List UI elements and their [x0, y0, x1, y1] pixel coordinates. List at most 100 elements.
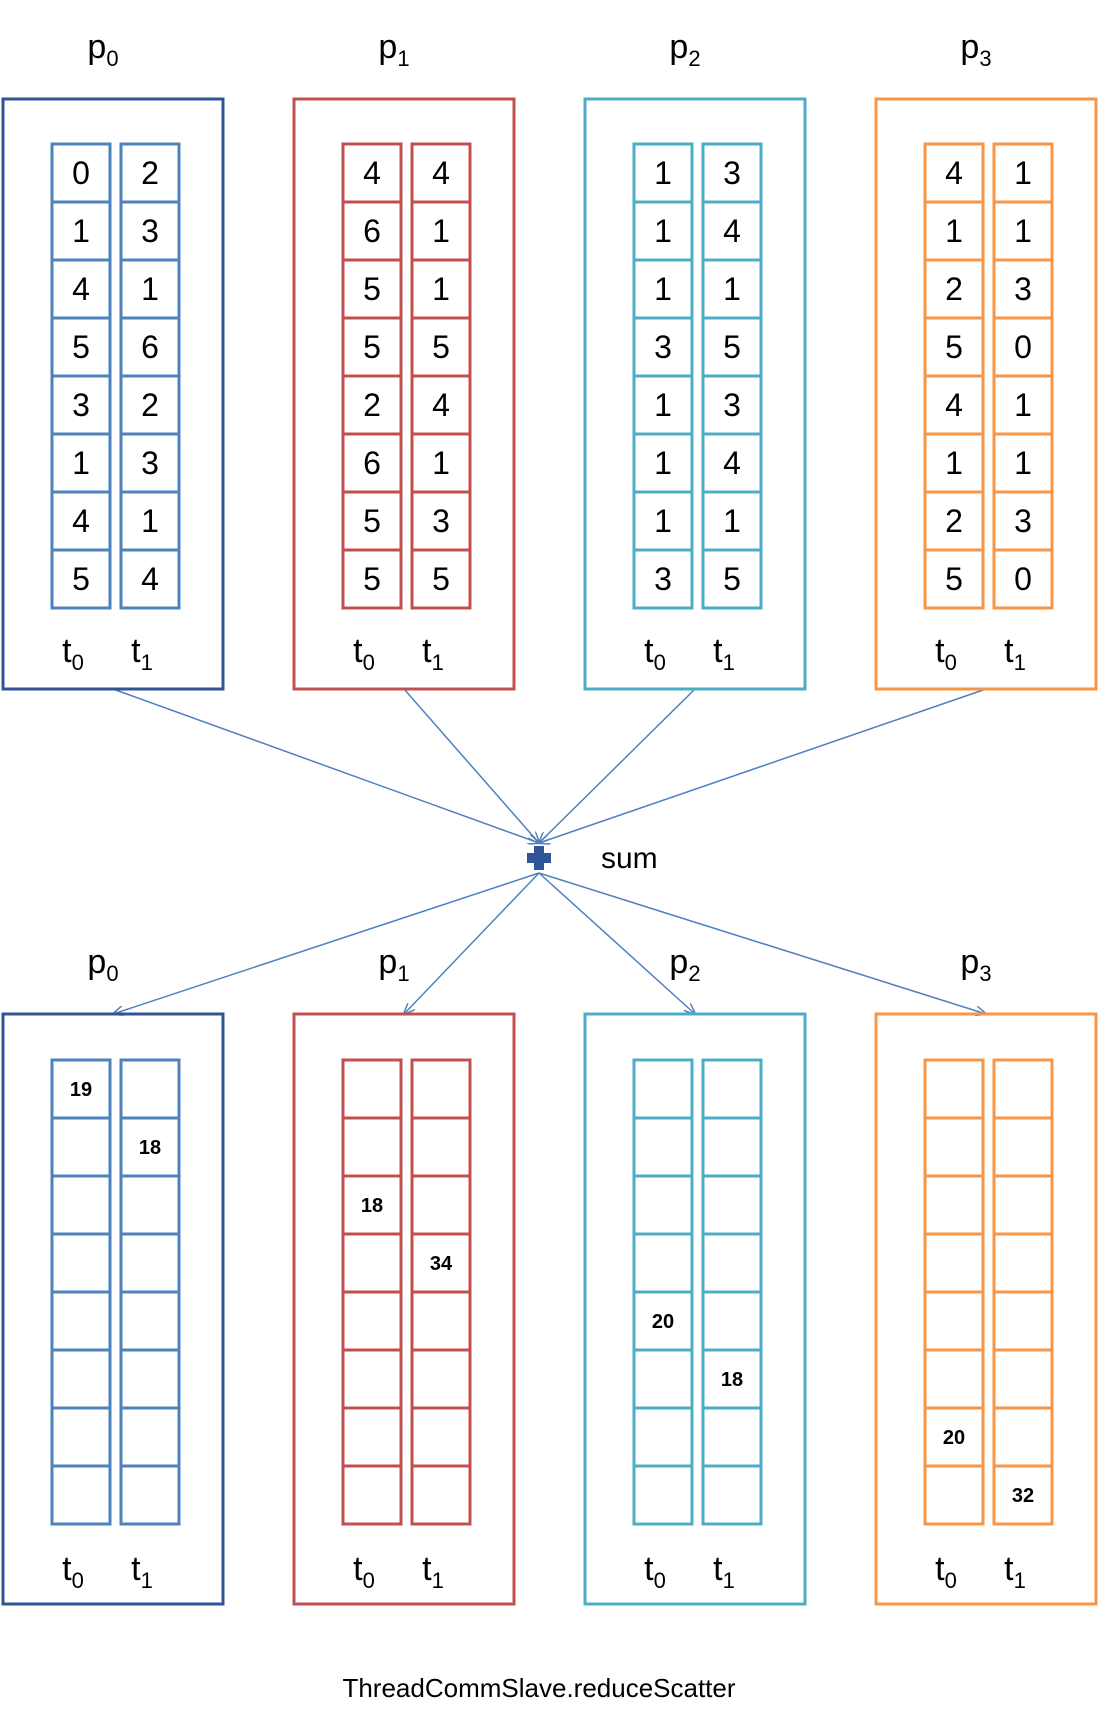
array-cell — [923, 1348, 985, 1410]
array-cell — [50, 1290, 112, 1352]
cell-value: 18 — [361, 1195, 383, 1217]
cell-value: 3 — [72, 387, 90, 423]
array-cell — [119, 548, 181, 610]
array-cell — [119, 1058, 181, 1120]
cell-value: 3 — [141, 213, 159, 249]
process-label-letter: p — [669, 28, 688, 66]
process-frame — [292, 97, 516, 691]
array-cell — [701, 1116, 763, 1178]
cell-value: 4 — [141, 561, 159, 597]
thread-label-t1: t1 — [422, 632, 444, 675]
cell-value: 1 — [723, 503, 741, 539]
array-cell — [410, 1290, 472, 1352]
array-cell — [632, 1406, 694, 1468]
cell-value: 4 — [723, 213, 741, 249]
process-blocks-layer: p001453145t023162314t1p019t018t1p1465526… — [1, 28, 1098, 1606]
process-label: p3 — [960, 28, 991, 71]
thread-label-t0: t0 — [353, 1550, 375, 1593]
cell-value: 1 — [723, 271, 741, 307]
process-label-index: 0 — [106, 961, 118, 986]
process-frame — [874, 1012, 1098, 1606]
array-cell — [992, 1464, 1054, 1526]
array-cell — [992, 548, 1054, 610]
cell-value: 1 — [72, 445, 90, 481]
cell-value: 5 — [363, 271, 381, 307]
cell-value: 5 — [72, 561, 90, 597]
process-label-index: 0 — [106, 46, 118, 71]
thread-label-t1: t1 — [1004, 632, 1026, 675]
array-cell — [992, 1348, 1054, 1410]
array-cell — [992, 1290, 1054, 1352]
array-cell — [50, 548, 112, 610]
array-cell — [992, 1174, 1054, 1236]
array-cell — [410, 1174, 472, 1236]
thread-label-t0: t0 — [353, 632, 375, 675]
arrow-from-sum — [538, 872, 986, 1014]
thread-label-t0: t0 — [62, 1550, 84, 1593]
arrow-from-sum — [113, 872, 540, 1014]
cell-value: 0 — [72, 155, 90, 191]
cell-value: 1 — [654, 213, 672, 249]
cell-value: 5 — [723, 329, 741, 365]
process-label-index: 1 — [397, 961, 409, 986]
cell-value: 1 — [141, 271, 159, 307]
cell-value: 5 — [363, 561, 381, 597]
array-cell — [992, 1406, 1054, 1468]
cell-value: 18 — [139, 1137, 161, 1159]
cell-value: 2 — [141, 155, 159, 191]
cell-value: 1 — [654, 503, 672, 539]
cell-value: 2 — [141, 387, 159, 423]
process-label: p0 — [87, 943, 118, 986]
cell-value: 4 — [72, 271, 90, 307]
cell-value: 2 — [363, 387, 381, 423]
array-cell — [923, 1232, 985, 1294]
thread-label-t1: t1 — [713, 1550, 735, 1593]
array-cell — [632, 548, 694, 610]
array-cell — [410, 1464, 472, 1526]
diagram-caption: ThreadCommSlave.reduceScatter — [342, 1673, 735, 1703]
process-label-index: 2 — [688, 961, 700, 986]
array-cell — [341, 1348, 403, 1410]
thread-label-t1: t1 — [131, 1550, 153, 1593]
array-cell — [410, 1058, 472, 1120]
array-cell — [632, 1174, 694, 1236]
array-cell — [923, 1058, 985, 1120]
cell-value: 5 — [945, 329, 963, 365]
thread-label-t0: t0 — [935, 632, 957, 675]
array-cell — [119, 1348, 181, 1410]
cell-value: 1 — [1014, 213, 1032, 249]
thread-label-t1: t1 — [1004, 1550, 1026, 1593]
cell-value: 1 — [432, 445, 450, 481]
cell-value: 2 — [945, 271, 963, 307]
cell-value: 4 — [432, 155, 450, 191]
cell-value: 5 — [363, 503, 381, 539]
process-label-letter: p — [960, 28, 979, 66]
process-label: p1 — [378, 28, 409, 71]
sum-node: sum — [527, 842, 658, 875]
array-cell — [992, 1058, 1054, 1120]
cell-value: 2 — [945, 503, 963, 539]
array-cell — [341, 1116, 403, 1178]
array-cell — [923, 1174, 985, 1236]
thread-label-t1: t1 — [131, 632, 153, 675]
array-cell — [50, 1406, 112, 1468]
arrow-from-sum — [404, 872, 540, 1014]
process-frame — [292, 1012, 516, 1606]
process-frame — [874, 97, 1098, 691]
cell-value: 1 — [432, 271, 450, 307]
process-label: p0 — [87, 28, 118, 71]
cell-value: 0 — [1014, 329, 1032, 365]
cell-value: 3 — [654, 329, 672, 365]
array-cell — [923, 1116, 985, 1178]
process-label: p2 — [669, 28, 700, 71]
cell-value: 5 — [72, 329, 90, 365]
array-cell — [701, 548, 763, 610]
array-cell — [632, 1058, 694, 1120]
array-cell — [50, 1232, 112, 1294]
cell-value: 1 — [945, 213, 963, 249]
array-cell — [632, 1464, 694, 1526]
array-cell — [50, 1116, 112, 1178]
